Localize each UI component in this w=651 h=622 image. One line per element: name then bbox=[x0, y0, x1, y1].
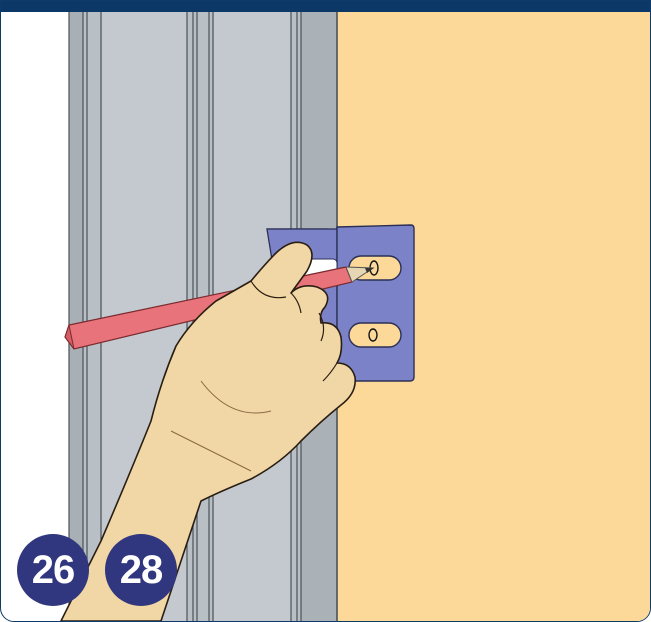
step-badge-28: 28 bbox=[105, 534, 177, 606]
step-badge-26: 26 bbox=[17, 534, 89, 606]
